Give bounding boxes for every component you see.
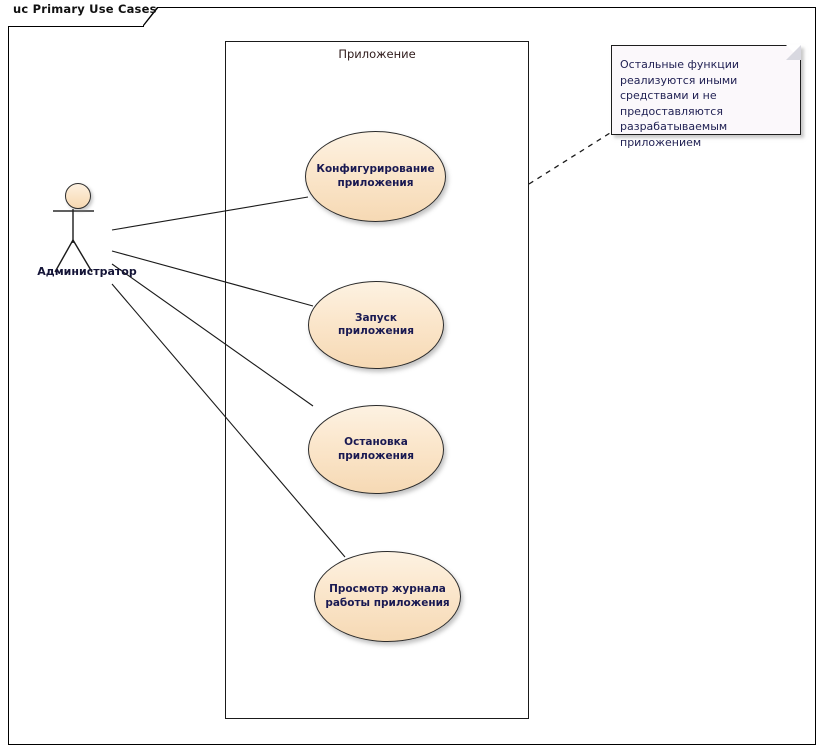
frame-tab-body xyxy=(8,7,144,27)
system-boundary-label: Приложение xyxy=(338,47,416,61)
diagram-frame xyxy=(8,7,816,745)
note-fold-corner-icon xyxy=(786,45,801,60)
use-case-label: Запуск приложения xyxy=(338,311,414,338)
actor-administrator[interactable]: Администратор xyxy=(37,180,140,290)
note-text: Остальные функции реализуются иными сред… xyxy=(620,58,740,149)
use-case-stop-application[interactable]: Остановка приложения xyxy=(308,405,444,494)
comment-note[interactable]: Остальные функции реализуются иными сред… xyxy=(611,45,801,149)
actor-head-icon xyxy=(65,183,91,209)
use-case-view-application-log[interactable]: Просмотр журнала работы приложения xyxy=(314,551,461,642)
use-case-label: Конфигурирование приложения xyxy=(316,163,435,189)
actor-label: Администратор xyxy=(37,265,137,278)
use-case-label: Просмотр журнала работы приложения xyxy=(325,583,450,609)
use-case-start-application[interactable]: Запуск приложения xyxy=(308,281,444,369)
use-case-label: Остановка приложения xyxy=(338,436,414,462)
diagram-frame-label: uc Primary Use Cases xyxy=(13,2,157,16)
use-case-configure-application[interactable]: Конфигурирование приложения xyxy=(305,131,446,222)
frame-tab-slant-inner xyxy=(143,7,157,25)
